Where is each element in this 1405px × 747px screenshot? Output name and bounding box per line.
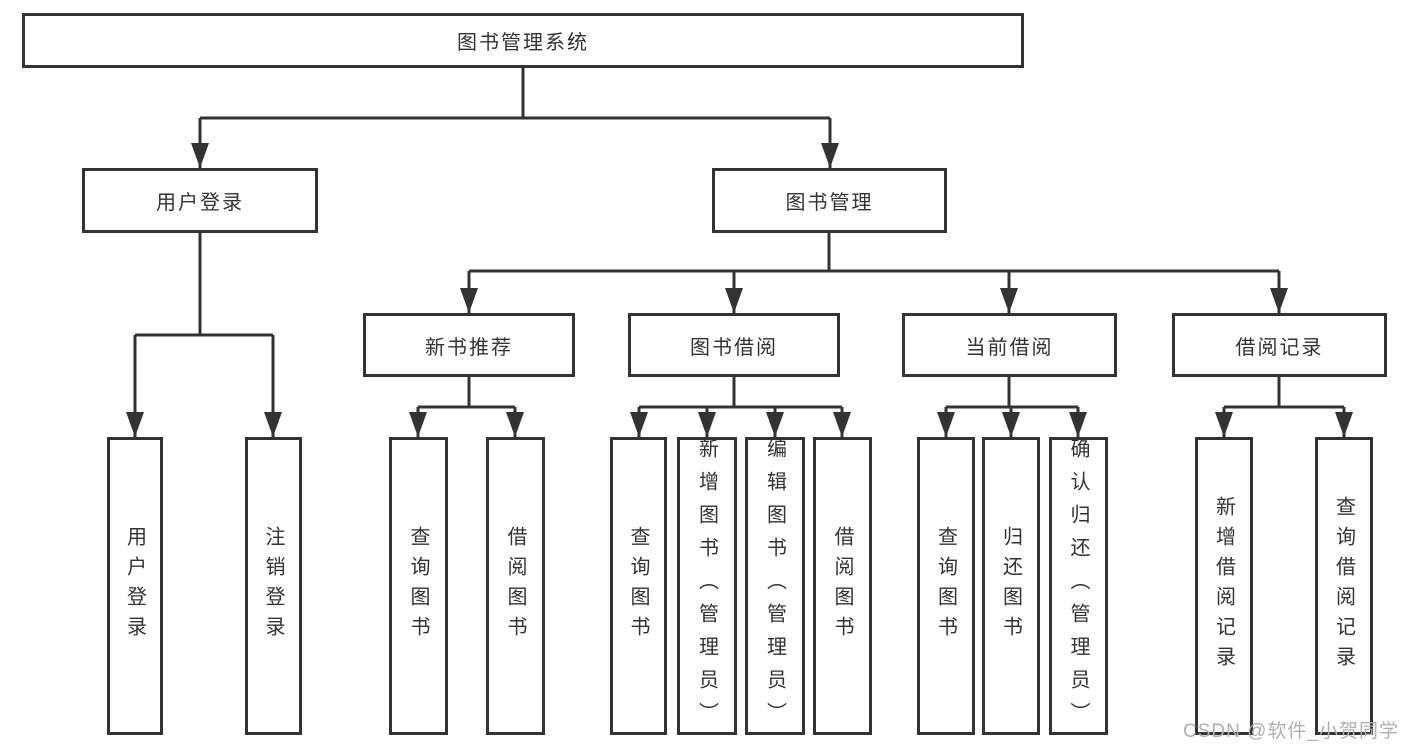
node-user-login: 用户登录 — [82, 168, 318, 233]
leaf-query-book-current: 查询图书 — [917, 437, 975, 735]
leaf-borrow-book: 借阅图书 — [813, 437, 872, 735]
node-user-login-label: 用户登录 — [156, 192, 244, 214]
leaf-borrow-book-recommend: 借阅图书 — [486, 437, 545, 735]
leaf-edit-book-admin: 编辑图书（管理员） — [745, 437, 805, 735]
leaf-add-borrow-record: 新增借阅记录 — [1195, 437, 1253, 735]
node-root-label: 图书管理系统 — [457, 32, 589, 54]
leaf-return-book: 归还图书 — [982, 437, 1040, 735]
node-book-management: 图书管理 — [712, 168, 947, 233]
node-borrow-records-label: 借阅记录 — [1235, 336, 1324, 359]
csdn-watermark: CSDN @软件_小贺同学 — [1183, 721, 1399, 742]
leaf-query-book-borrow: 查询图书 — [610, 437, 667, 735]
leaf-logout-login-label: 注销登录 — [262, 526, 284, 646]
leaf-query-book-recommend-label: 查询图书 — [407, 526, 429, 646]
leaf-logout-login: 注销登录 — [245, 437, 302, 735]
leaf-confirm-return-admin: 确认归还（管理员） — [1049, 437, 1108, 735]
node-new-book-recommend: 新书推荐 — [363, 313, 575, 377]
leaf-return-book-label: 归还图书 — [999, 526, 1022, 646]
leaf-add-borrow-record-label: 新增借阅记录 — [1212, 496, 1235, 676]
leaf-user-login-label: 用户登录 — [123, 526, 146, 646]
node-book-management-label: 图书管理 — [785, 192, 874, 214]
leaf-query-book-current-label: 查询图书 — [934, 526, 957, 646]
node-new-book-recommend-label: 新书推荐 — [425, 336, 513, 359]
node-book-borrow-label: 图书借阅 — [690, 336, 778, 359]
leaf-confirm-return-admin-label: 确认归还（管理员） — [1067, 437, 1089, 735]
node-current-borrow-label: 当前借阅 — [965, 336, 1054, 359]
node-borrow-records: 借阅记录 — [1172, 313, 1387, 377]
leaf-query-book-recommend: 查询图书 — [389, 437, 448, 735]
node-root: 图书管理系统 — [22, 13, 1024, 68]
leaf-query-book-borrow-label: 查询图书 — [627, 526, 649, 646]
node-book-borrow: 图书借阅 — [628, 313, 840, 377]
node-current-borrow: 当前借阅 — [902, 313, 1117, 377]
leaf-borrow-book-recommend-label: 借阅图书 — [504, 526, 526, 646]
leaf-user-login: 用户登录 — [107, 437, 163, 735]
leaf-edit-book-admin-label: 编辑图书（管理员） — [763, 437, 786, 735]
leaf-borrow-book-label: 借阅图书 — [831, 526, 853, 646]
leaf-query-borrow-record: 查询借阅记录 — [1315, 437, 1373, 735]
leaf-add-book-admin: 新增图书（管理员） — [677, 437, 737, 735]
leaf-add-book-admin-label: 新增图书（管理员） — [695, 437, 718, 735]
leaf-query-borrow-record-label: 查询借阅记录 — [1332, 496, 1355, 676]
